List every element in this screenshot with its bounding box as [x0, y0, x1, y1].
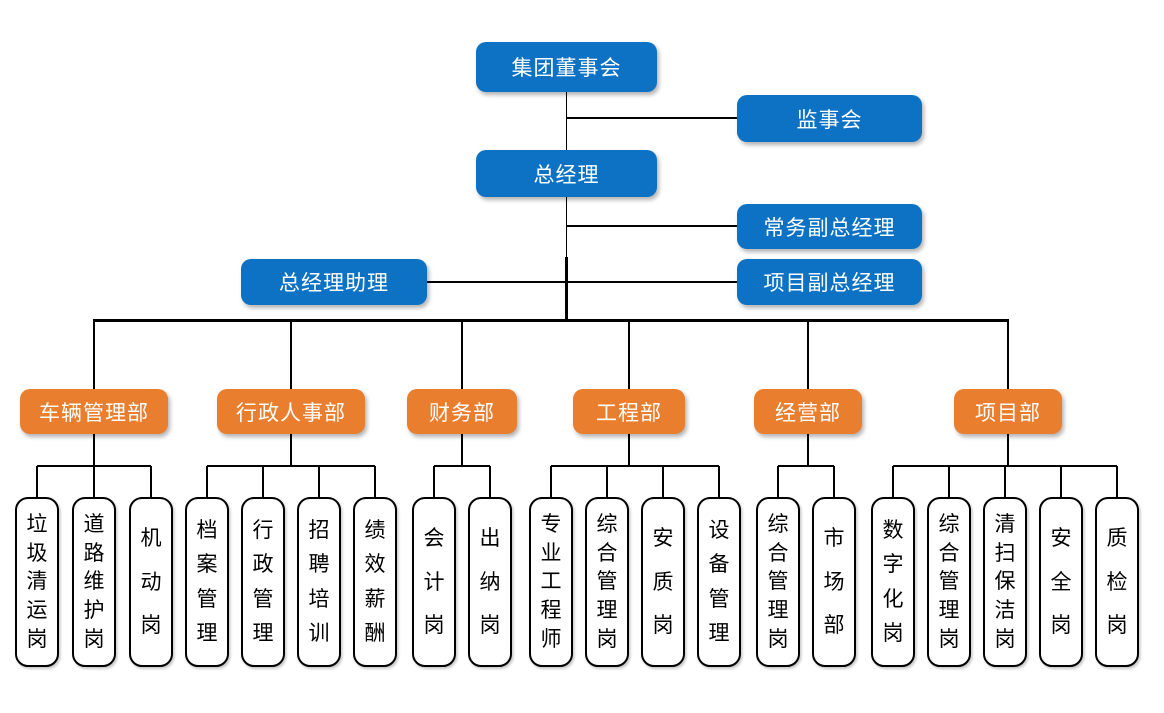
connector [461, 434, 463, 466]
connector [93, 319, 1009, 322]
connector [778, 465, 834, 467]
post-safety: 安全岗 [1039, 497, 1083, 667]
post-accounting: 会计岗 [412, 497, 456, 667]
post-cashier: 出纳岗 [468, 497, 512, 667]
post-road-maintenance: 道路维护岗 [72, 497, 116, 667]
node-executive-deputy-general-manager: 常务副总经理 [737, 204, 922, 249]
post-equipment-management: 设备管理 [697, 497, 741, 667]
connector [628, 321, 630, 389]
connector [807, 321, 809, 389]
connector [565, 92, 568, 150]
connector [206, 466, 208, 497]
connector [150, 466, 152, 497]
dept-finance: 财务部 [407, 389, 517, 434]
connector [262, 466, 264, 497]
post-admin-management: 行政管理 [241, 497, 285, 667]
post-archives-management: 档案管理 [185, 497, 229, 667]
post-digitalization: 数字化岗 [871, 497, 915, 667]
connector [718, 466, 720, 497]
connector [893, 465, 1117, 467]
connector [566, 117, 737, 119]
post-safety-quality: 安质岗 [641, 497, 685, 667]
post-market: 市场部 [812, 497, 856, 667]
connector [892, 466, 894, 497]
connector [1004, 466, 1006, 497]
connector [461, 321, 463, 389]
connector [551, 465, 719, 467]
dept-vehicle-management: 车辆管理部 [20, 389, 168, 434]
connector [833, 466, 835, 497]
post-cleaning: 清扫保洁岗 [983, 497, 1027, 667]
connector [290, 321, 292, 389]
post-mobile: 机动岗 [129, 497, 173, 667]
post-garbage-removal: 垃圾清运岗 [15, 497, 59, 667]
post-recruiting-training: 招聘培训 [297, 497, 341, 667]
dept-operations: 经营部 [754, 389, 862, 434]
dept-admin-hr: 行政人事部 [217, 389, 365, 434]
connector [93, 466, 95, 497]
connector [662, 466, 664, 497]
post-performance-payroll: 绩效薪酬 [353, 497, 397, 667]
connector [1060, 466, 1062, 497]
post-general-management-eng: 综合管理岗 [585, 497, 629, 667]
connector [37, 465, 151, 467]
connector [290, 434, 292, 466]
connector [948, 466, 950, 497]
connector [36, 466, 38, 497]
node-general-manager: 总经理 [476, 150, 657, 197]
connector [1007, 434, 1009, 466]
dept-project: 项目部 [954, 389, 1062, 434]
connector [433, 466, 435, 497]
connector [606, 466, 608, 497]
connector [434, 465, 490, 467]
connector [1116, 466, 1118, 497]
connector [566, 225, 737, 227]
connector [427, 281, 737, 283]
connector [628, 434, 630, 466]
connector [1007, 321, 1009, 389]
dept-engineering: 工程部 [573, 389, 685, 434]
connector [374, 466, 376, 497]
node-supervisory-board: 监事会 [737, 95, 922, 142]
connector [565, 257, 568, 321]
connector [565, 197, 568, 259]
post-general-management-ops: 综合管理岗 [756, 497, 800, 667]
connector [550, 466, 552, 497]
node-project-deputy-general-manager: 项目副总经理 [737, 259, 922, 305]
node-board-of-directors: 集团董事会 [476, 42, 657, 92]
connector [207, 465, 375, 467]
post-general-management-proj: 综合管理岗 [927, 497, 971, 667]
connector [93, 321, 95, 389]
connector [93, 434, 95, 466]
node-general-manager-assistant: 总经理助理 [241, 259, 427, 305]
post-professional-engineer: 专业工程师 [529, 497, 573, 667]
connector [777, 466, 779, 497]
connector [318, 466, 320, 497]
connector [807, 434, 809, 466]
post-quality-inspection: 质检岗 [1095, 497, 1139, 667]
connector [489, 466, 491, 497]
